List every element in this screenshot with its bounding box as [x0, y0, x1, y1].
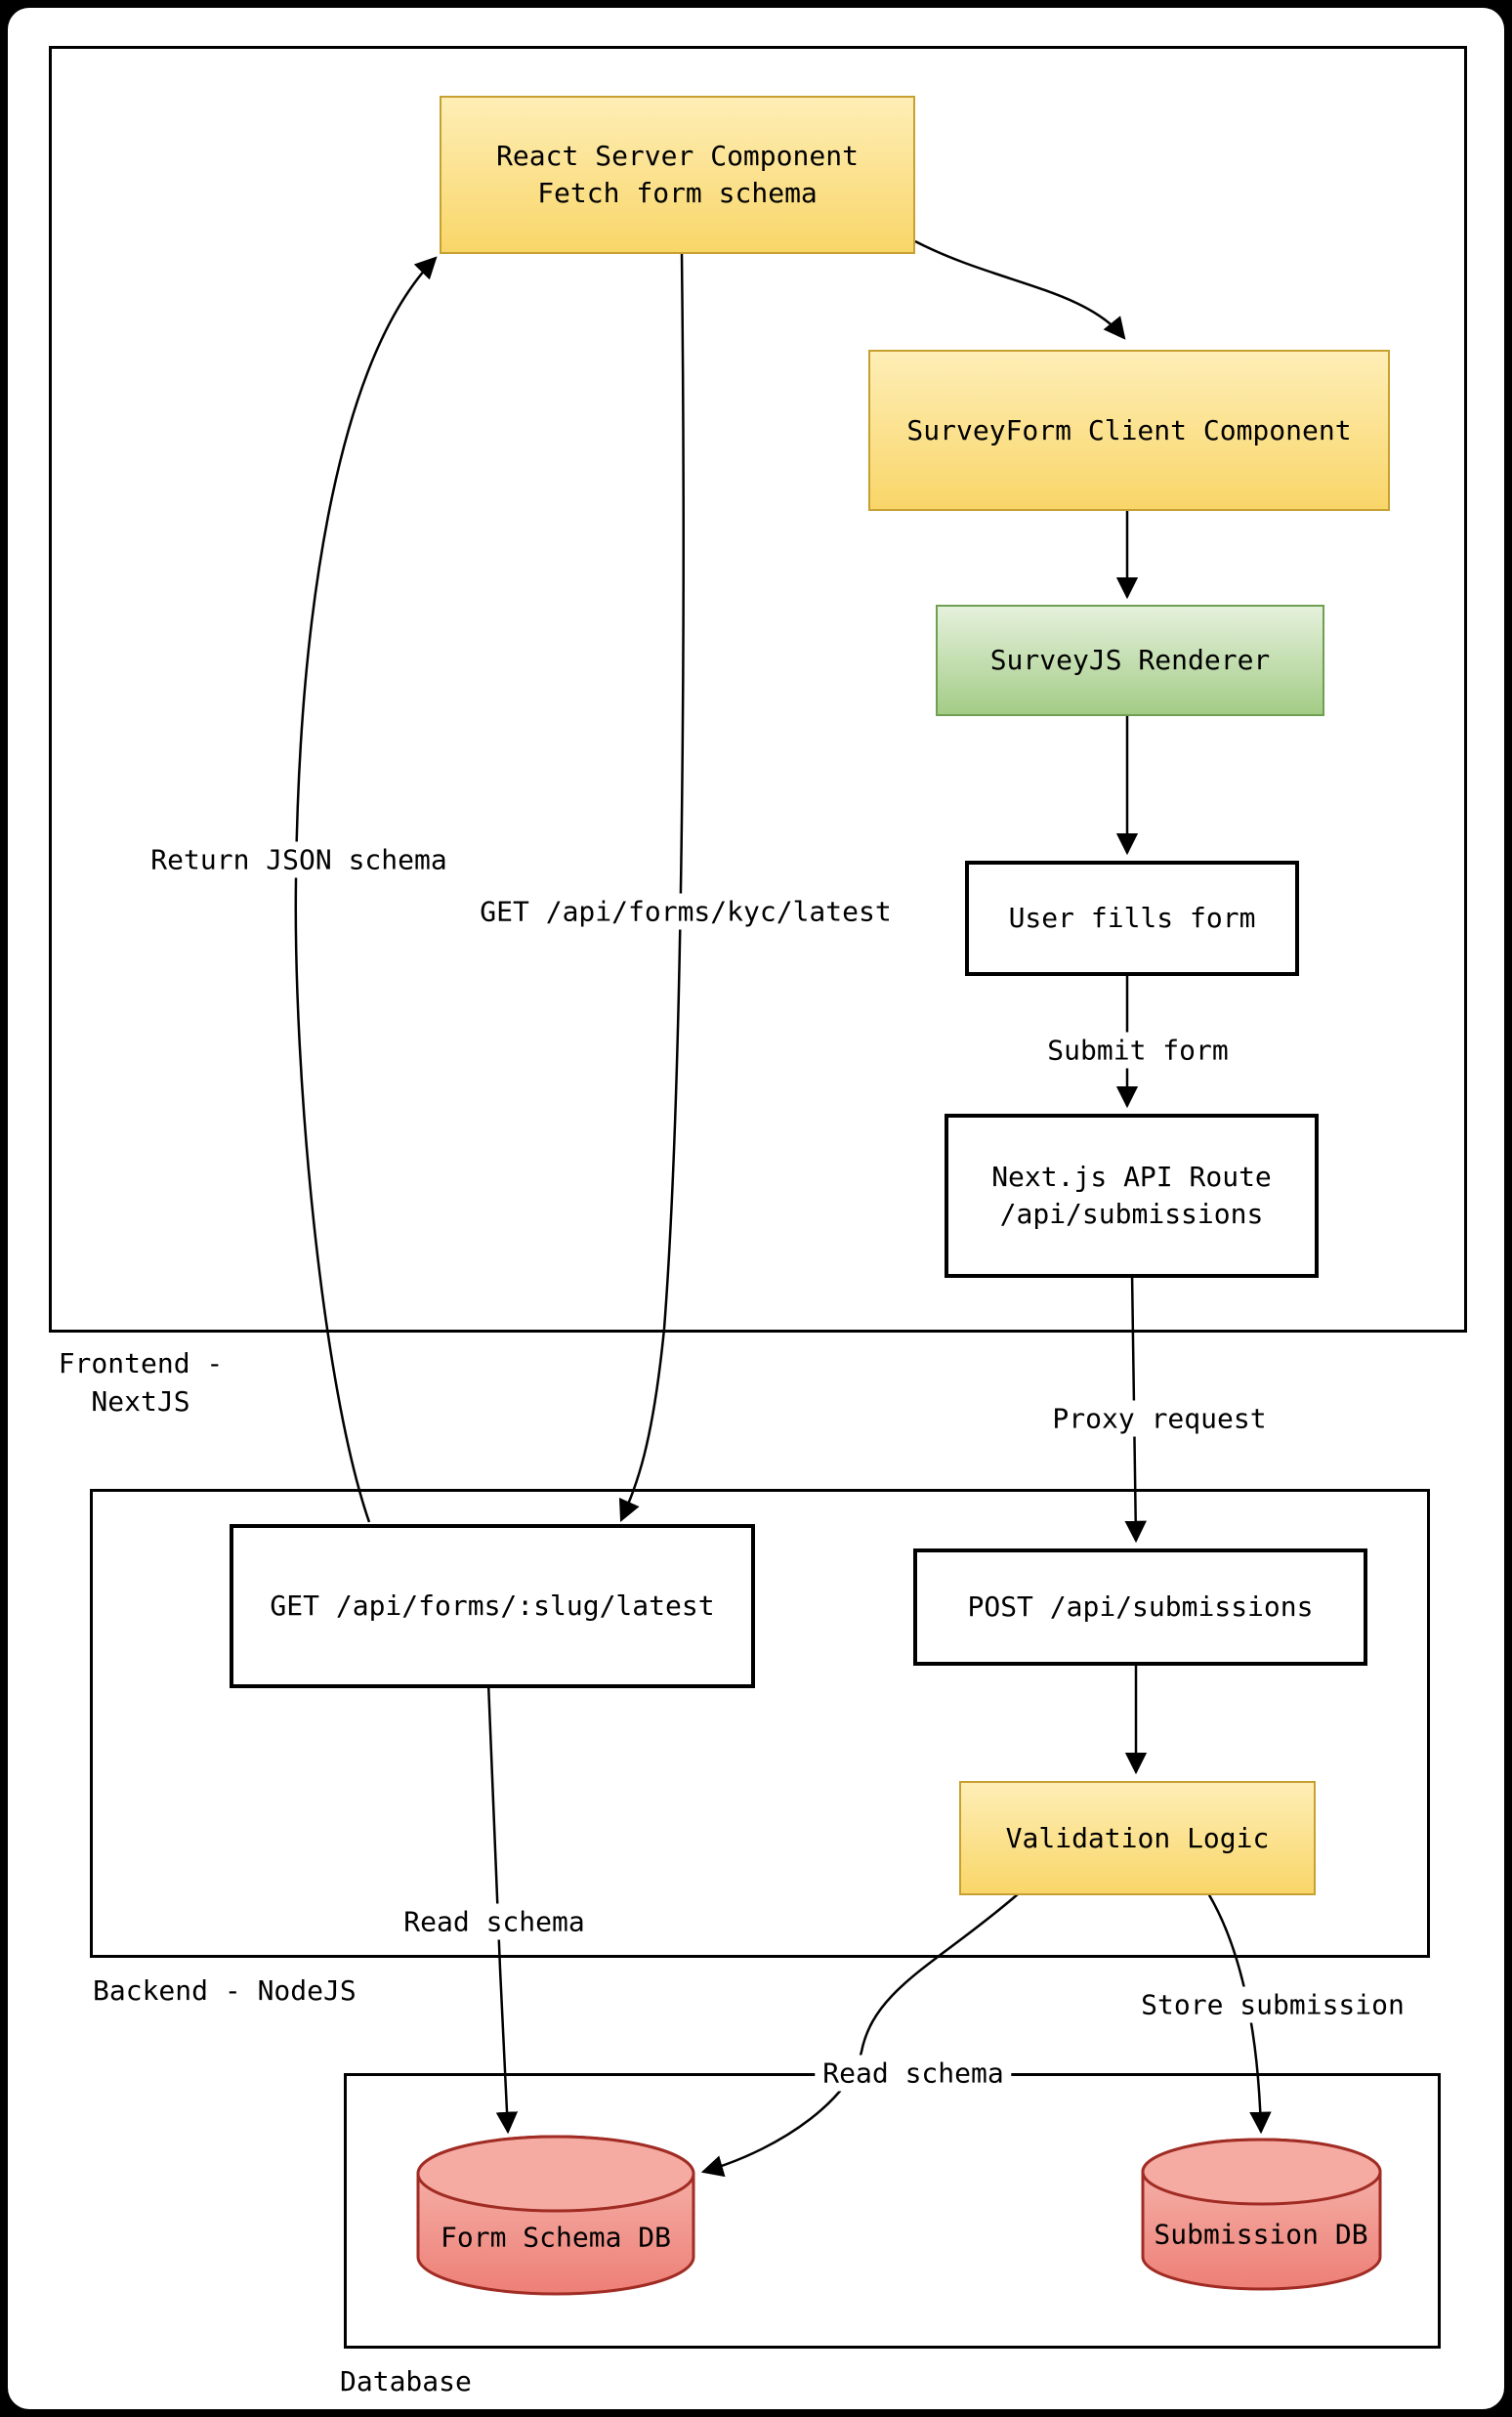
backend-container [90, 1489, 1430, 1958]
edge-label-submit-form: Submit form [1039, 1032, 1237, 1069]
edge-label-return-json-schema: Return JSON schema [143, 841, 455, 878]
node-nextjs-api-route: Next.js API Route /api/submissions [945, 1114, 1319, 1278]
edge-label-get-kyc-latest: GET /api/forms/kyc/latest [472, 893, 900, 930]
node-user-fills-form: User fills form [965, 861, 1299, 976]
edge-validation-to-formdb [700, 1892, 1020, 2178]
edge-label-store-submission: Store submission [1133, 1986, 1412, 2023]
submission-db-label: Submission DB [1154, 2218, 1368, 2251]
node-surveyjs-renderer: SurveyJS Renderer [936, 605, 1324, 716]
edge-label-read-schema-left: Read schema [396, 1903, 593, 1940]
node-get-forms-slug: GET /api/forms/:slug/latest [230, 1524, 755, 1688]
form-schema-db-label: Form Schema DB [440, 2221, 672, 2254]
frontend-container [49, 46, 1467, 1333]
database-container [344, 2073, 1441, 2349]
frontend-container-label: Frontend - NextJS [58, 1347, 224, 1419]
node-react-server-component: React Server Component Fetch form schema [440, 96, 915, 254]
node-validation-logic: Validation Logic [959, 1781, 1316, 1895]
node-post-submissions: POST /api/submissions [913, 1548, 1367, 1666]
edge-label-read-schema-mid: Read schema [815, 2055, 1012, 2092]
edge-label-proxy-request: Proxy request [1044, 1400, 1275, 1437]
backend-container-label: Backend - NodeJS [93, 1974, 357, 2007]
node-surveyform-client: SurveyForm Client Component [868, 350, 1390, 511]
edge-rsc-to-surveyform [914, 239, 1126, 340]
form-schema-db-cylinder [416, 2135, 695, 2296]
edge-getslug-to-rsc-return [294, 256, 438, 1523]
edge-getslug-to-formdb [486, 1681, 519, 2135]
database-container-label: Database [340, 2365, 472, 2397]
submission-db-cylinder [1141, 2138, 1382, 2291]
edge-rsc-to-getslug-kyc [618, 251, 685, 1523]
